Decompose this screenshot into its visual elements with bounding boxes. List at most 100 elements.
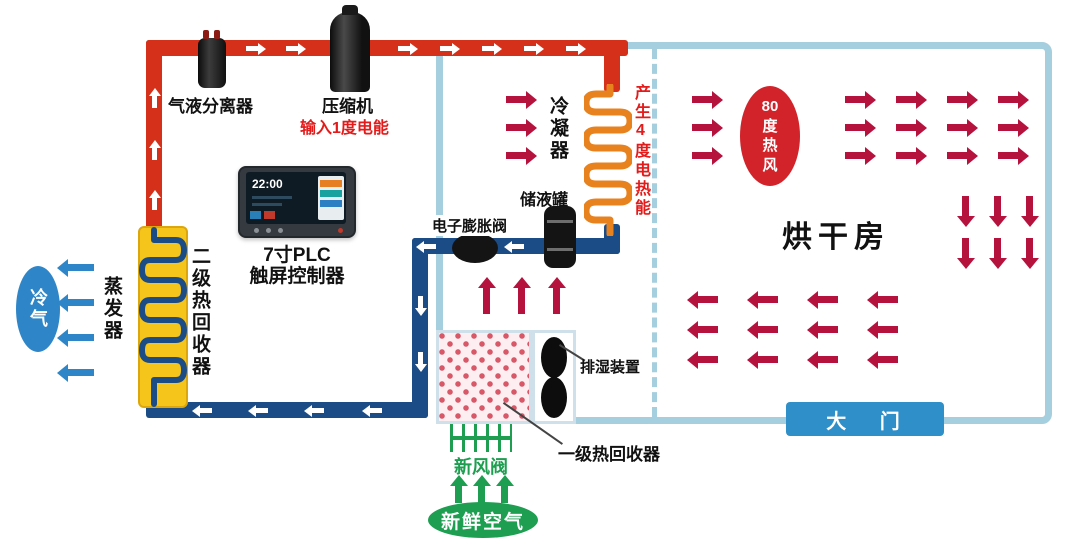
flow-arrow-icon [148,190,161,210]
plc-label-line2: 触屏控制器 [249,266,345,287]
hot-air-arrow-icon [947,146,978,165]
hot-air-arrow-icon [988,196,1007,227]
flow-arrow-icon [304,404,324,417]
dehumidifier-fan-icon [541,337,567,378]
hot-air-arrow-icon [998,118,1029,137]
cold-air-arrow-icon [57,363,94,382]
plc-screen-line [252,203,282,206]
hot-air-arrow-icon [867,290,898,309]
plc-screen-tile [250,211,261,219]
heat-output-label: 产生4度电热能 [632,84,649,218]
hot-air-arrow-icon [956,196,975,227]
flow-arrow-icon [192,404,212,417]
plc-screen-line [252,196,292,199]
fresh-air-arrow-icon [472,475,491,503]
hot-air-arrow-icon [845,146,876,165]
fresh-air-ellipse: 新鲜空气 [428,502,538,538]
cold-pipe-bottom [146,402,428,418]
flow-arrow-icon [504,240,524,253]
flow-arrow-icon [416,240,436,253]
hot-air-arrow-icon [506,90,537,109]
gas-liquid-separator [198,38,226,88]
hot-air-arrow-icon [687,350,718,369]
room-divider-dashed [652,49,657,417]
evaporator-coil [139,227,187,407]
hot-air-arrow-icon [1020,238,1039,269]
separator-cap-icon [214,30,220,39]
flow-arrow-icon [566,42,586,55]
expansion-valve-body [452,233,498,263]
primary-recovery-label: 一级热回收器 [558,445,660,464]
hot-air-arrow-icon [896,90,927,109]
hot-air-arrow-icon [692,118,723,137]
hot-air-arrow-icon [947,90,978,109]
liquid-receiver-tank [544,206,576,268]
condenser-label: 冷凝器 [547,96,568,162]
flow-arrow-icon [398,42,418,55]
hot-air-arrow-icon [998,90,1029,109]
cold-air-label: 冷气 [28,288,48,330]
hot-air-arrow-icon [506,146,537,165]
hot-air-line: 风 [762,156,778,174]
plc-menu-row [320,180,342,187]
hot-air-arrow-icon [896,146,927,165]
tank-band [547,248,573,251]
fresh-valve-label: 新风阀 [454,457,508,477]
cold-pipe-mid-drop [412,238,428,418]
flow-arrow-icon [362,404,382,417]
hot-air-arrow-icon [1020,196,1039,227]
hot-air-arrow-icon [947,118,978,137]
hot-air-line: 80 [761,98,779,115]
fresh-air-arrow-icon [495,475,514,503]
hot-air-arrow-icon [807,320,838,339]
cold-air-ellipse: 冷气 [16,266,60,352]
hot-air-arrow-icon [687,320,718,339]
cold-air-arrow-icon [57,328,94,347]
cold-air-arrow-icon [57,293,94,312]
dehumidifier-label: 排湿装置 [580,359,641,376]
flow-arrow-icon [524,42,544,55]
primary-heat-recovery-box [436,330,532,424]
hot-air-arrow-icon [896,118,927,137]
hot-air-arrow-icon [477,277,496,314]
hot-air-arrow-icon [956,238,975,269]
hot-air-arrow-icon [747,290,778,309]
plc-label-line1: 7寸PLC [263,245,331,266]
hot-air-line: 度 [762,117,778,135]
plc-menu-row [320,190,342,197]
plc-button-icon [338,228,343,233]
plc-time: 22:00 [252,177,283,191]
hot-air-arrow-icon [807,350,838,369]
hot-air-arrow-icon [747,320,778,339]
evaporator-label: 蒸发器 [101,276,122,342]
valve-label: 电子膨胀阀 [430,215,510,236]
hot-air-line: 热 [762,137,778,154]
hot-air-arrow-icon [512,277,531,314]
flow-arrow-icon [482,42,502,55]
compressor-body [330,12,370,92]
plc-button-icon [254,228,259,233]
hot-air-arrow-icon [747,350,778,369]
compressor-label: 压缩机 [322,97,373,116]
flow-arrow-icon [414,352,427,372]
dehumidifier-fan-icon [541,377,567,418]
flow-arrow-icon [148,88,161,108]
hot-air-arrow-icon [692,90,723,109]
separator-label: 气液分离器 [168,97,253,116]
hot-air-arrow-icon [807,290,838,309]
power-input-label: 输入1度电能 [300,120,389,137]
flow-arrow-icon [286,42,306,55]
hot-air-arrow-icon [506,118,537,137]
separator-cap-icon [203,30,209,39]
hot-air-arrow-icon [998,146,1029,165]
hot-air-arrow-icon [988,238,1007,269]
flow-arrow-icon [440,42,460,55]
hot-air-arrow-icon [692,146,723,165]
plc-screen-tile [264,211,275,219]
hot-pipe-top [146,40,628,56]
tank-band [547,220,573,223]
hot-air-arrow-icon [687,290,718,309]
secondary-recovery-label: 二级热回收器 [189,246,210,378]
drying-room-label: 烘干房 [782,221,890,254]
